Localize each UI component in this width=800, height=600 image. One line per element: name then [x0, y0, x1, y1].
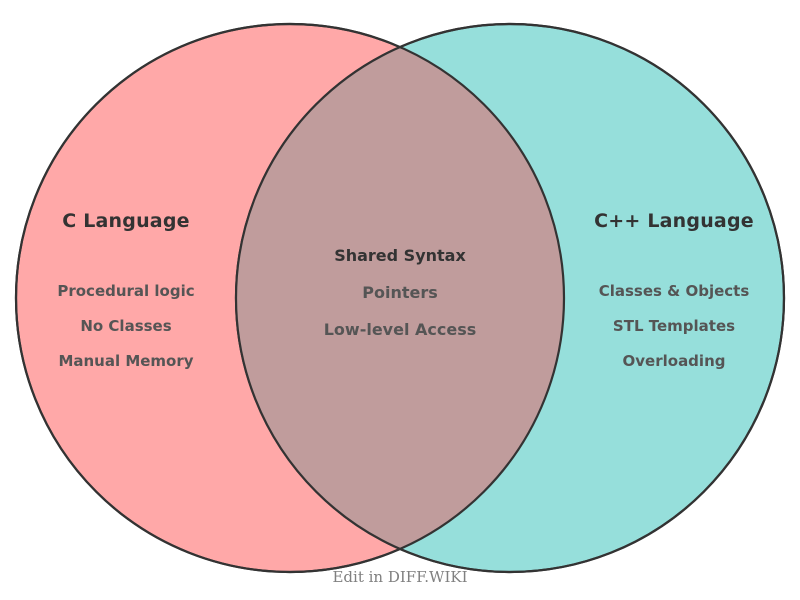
intersection-region[interactable]: [236, 24, 784, 572]
left-set-outline: [14, 22, 566, 574]
list-item: Pointers: [362, 283, 438, 302]
intersection-heading: Shared Syntax: [334, 246, 466, 265]
intersection-labels: Shared Syntax Pointers Low-level Access: [290, 248, 510, 359]
list-item: No Classes: [80, 317, 172, 335]
right-set-outline: [234, 22, 786, 574]
intersection-item-list: Pointers Low-level Access: [290, 285, 510, 338]
list-item: Overloading: [622, 352, 726, 370]
list-item: STL Templates: [612, 317, 736, 335]
list-item: Procedural logic: [57, 282, 195, 300]
edit-credit-link[interactable]: Edit in DIFF.WIKI: [332, 568, 468, 586]
right-set-title: C++ Language: [594, 210, 754, 232]
list-item: Classes & Objects: [598, 282, 750, 300]
right-set-item-list: Classes & Objects STL Templates Overload…: [568, 284, 780, 369]
list-item: Manual Memory: [58, 352, 194, 370]
left-set-item-list: Procedural logic No Classes Manual Memor…: [20, 284, 232, 369]
list-item: Low-level Access: [323, 320, 477, 339]
left-set-labels: C Language Procedural logic No Classes M…: [20, 210, 232, 389]
right-set-labels: C++ Language Classes & Objects STL Templ…: [568, 210, 780, 389]
left-set-title: C Language: [62, 210, 190, 232]
